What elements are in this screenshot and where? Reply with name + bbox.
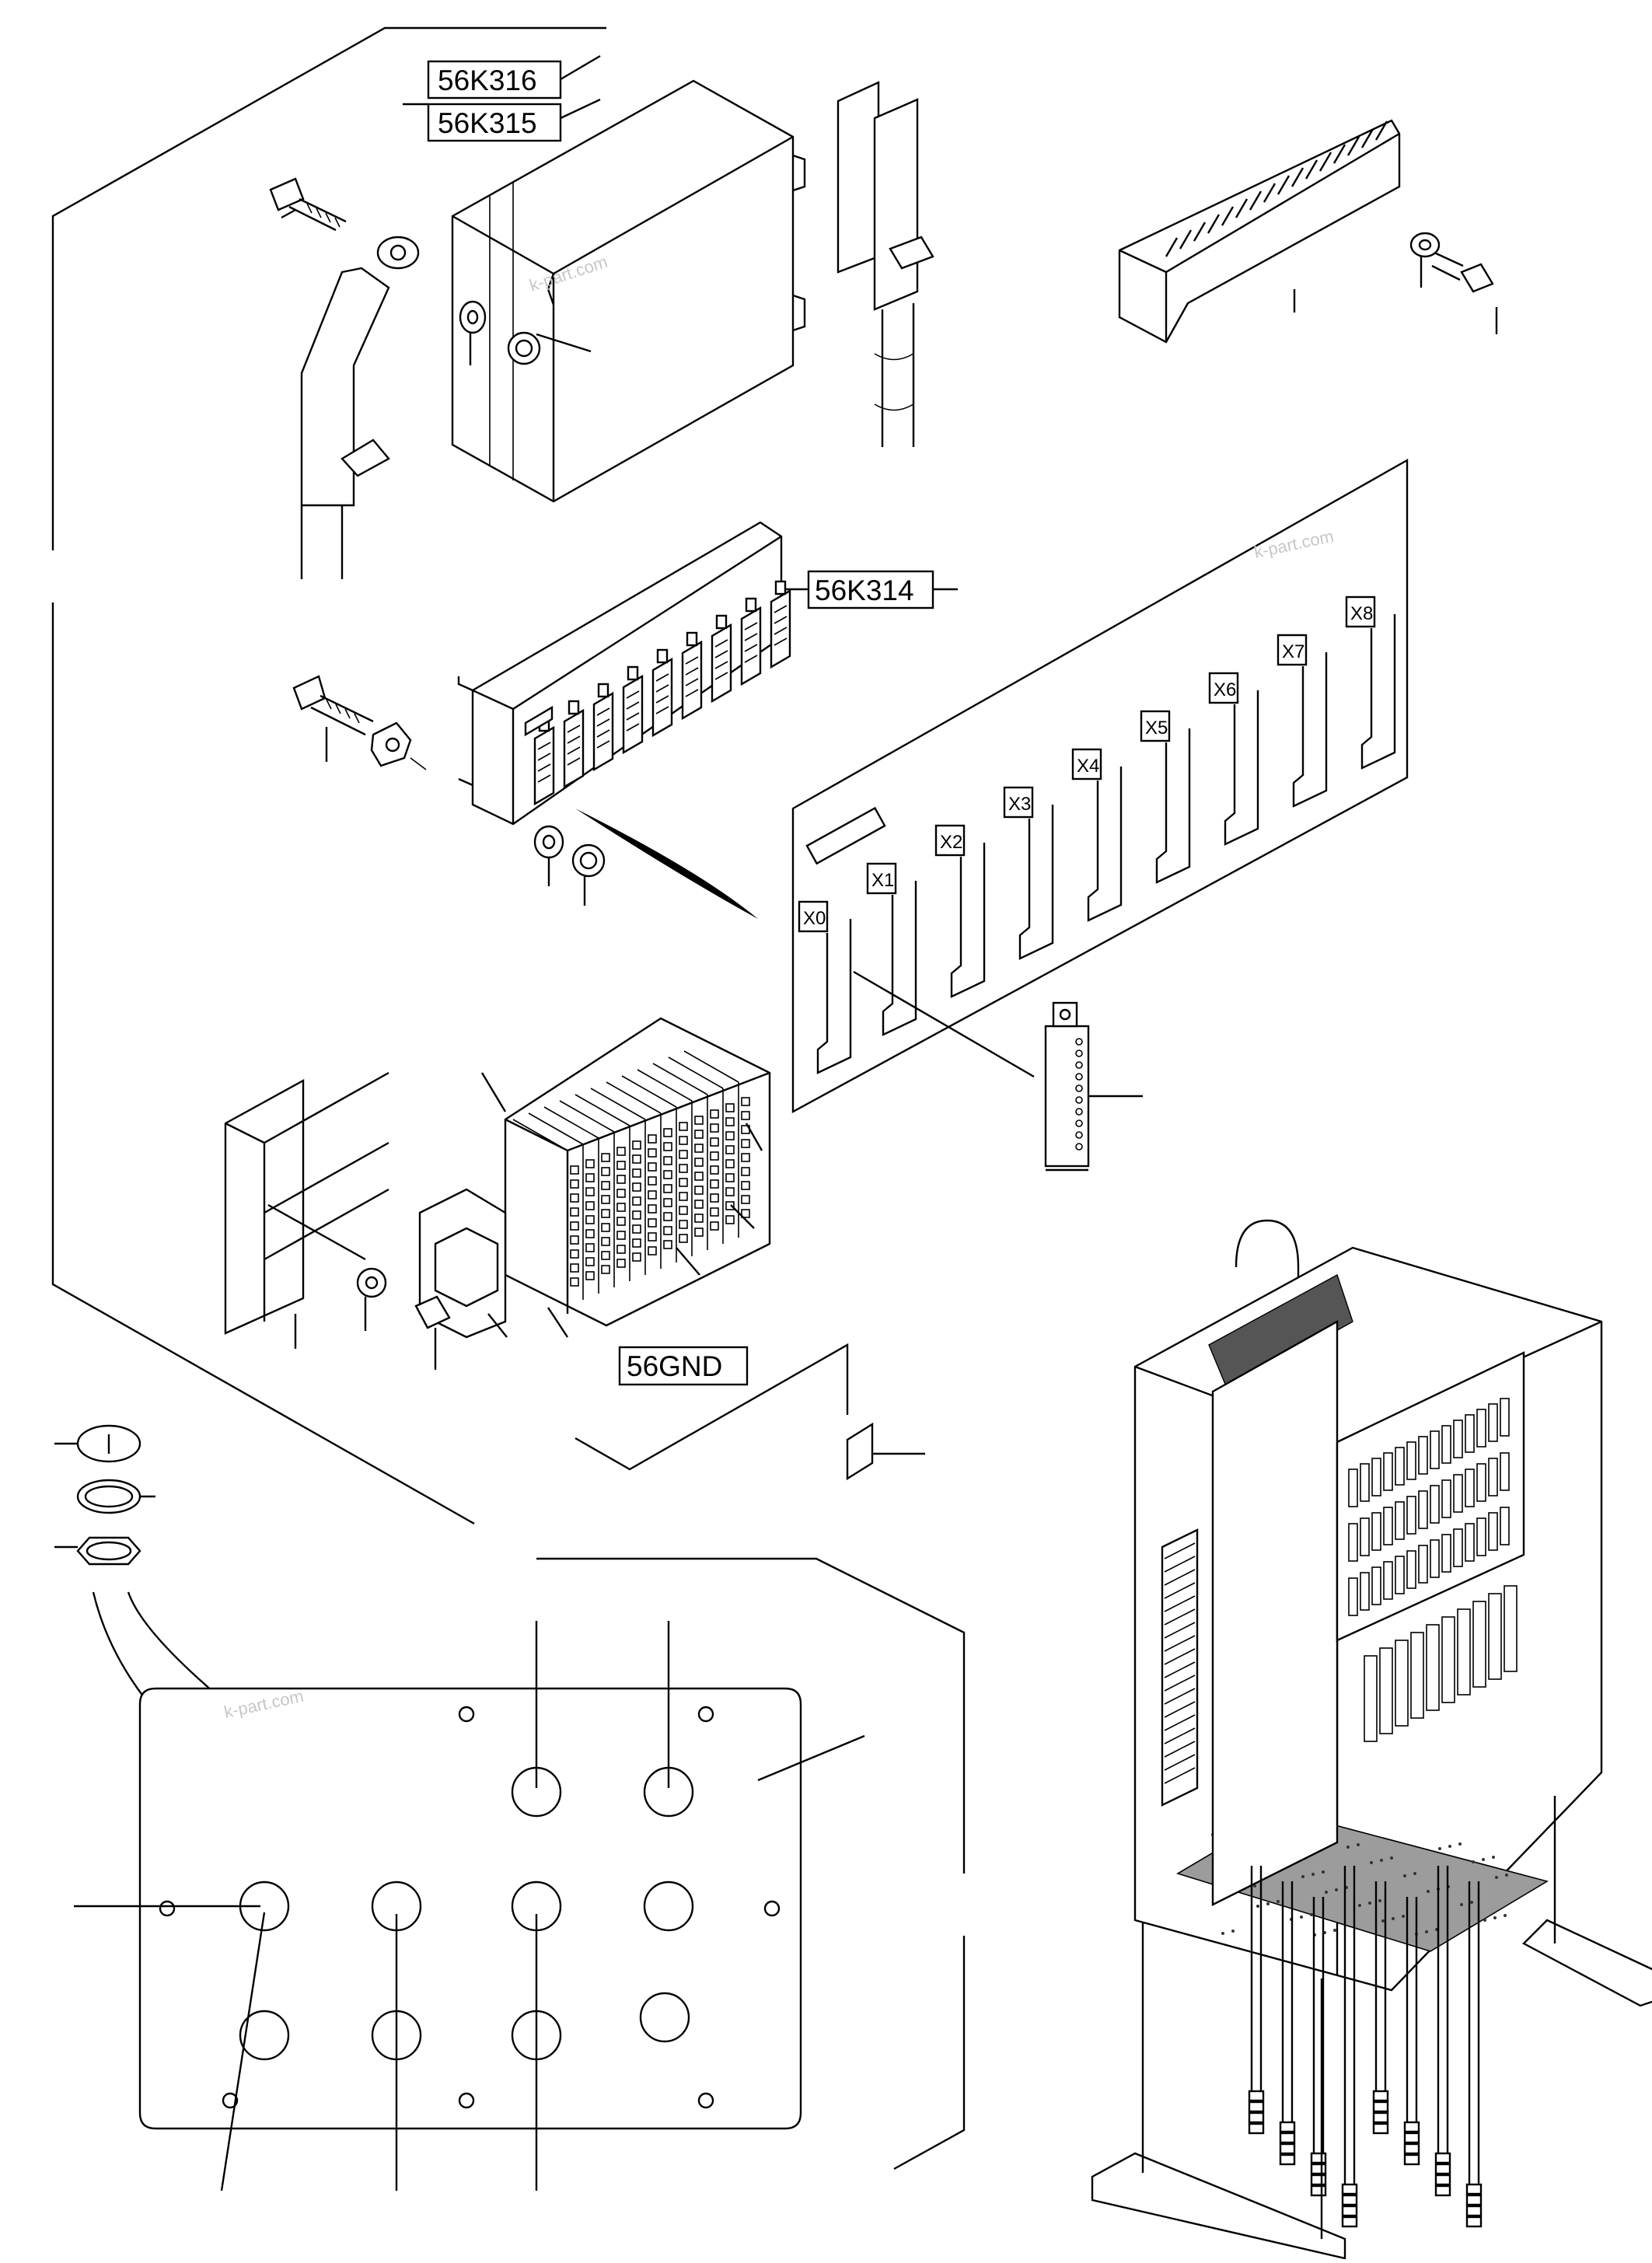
- connector-x3: X3: [1003, 786, 1054, 960]
- svg-text:X7: X7: [1282, 641, 1304, 662]
- din-rail-mid: [224, 1071, 389, 1349]
- term-block-segments: [512, 1050, 750, 1306]
- grommet-nut: [54, 1536, 141, 1566]
- label-56k314: 56K314: [785, 570, 958, 609]
- svg-text:56GND: 56GND: [627, 1350, 722, 1382]
- svg-text:X3: X3: [1008, 794, 1031, 815]
- cable-right-top: [836, 81, 934, 447]
- connector-x5: X5: [1140, 710, 1191, 884]
- square-symbol: [846, 1422, 925, 1481]
- connector-x6: X6: [1208, 672, 1259, 846]
- svg-text:56K314: 56K314: [815, 574, 914, 606]
- connector-x4: X4: [1071, 748, 1123, 922]
- grommet-cap: [54, 1424, 141, 1463]
- connector-x2: X2: [934, 824, 986, 998]
- grommet-ring: [76, 1479, 155, 1514]
- terminal-leader-lines: [480, 1072, 763, 1338]
- small-connector-block: [853, 970, 1143, 1172]
- connector-slots: X0 X1 X2 X3 X4 X5 X6 X7 X8: [798, 595, 1396, 1074]
- svg-text:56K315: 56K315: [438, 107, 537, 139]
- washer-bolt-mid: [267, 1203, 451, 1370]
- bolt-k314: [292, 675, 427, 770]
- k314-plugs: [524, 580, 791, 806]
- connector-x8: X8: [1345, 595, 1396, 770]
- connector-x0: X0: [798, 900, 852, 1074]
- section-boundaries: [51, 26, 966, 2170]
- svg-text:X1: X1: [871, 870, 894, 891]
- svg-text:X8: X8: [1350, 603, 1373, 624]
- bolt-top-left: [269, 177, 420, 270]
- din-rail-slots: [1165, 120, 1388, 257]
- connector-x1: X1: [866, 862, 917, 1036]
- svg-text:X0: X0: [803, 908, 826, 929]
- terminal-blocks: [418, 1017, 771, 1339]
- svg-text:X5: X5: [1145, 718, 1168, 739]
- connector-x7: X7: [1277, 634, 1328, 808]
- din-rail-top: [1118, 119, 1401, 344]
- io-module-k314: [457, 521, 791, 826]
- leader-arrow-k314: [575, 808, 758, 919]
- svg-text:X6: X6: [1214, 679, 1236, 700]
- label-56k315: 56K315: [403, 98, 601, 142]
- svg-text:X4: X4: [1077, 756, 1099, 777]
- relay-module-k315: [281, 79, 806, 503]
- connector-panel: X0 X1 X2 X3 X4 X5 X6 X7 X8: [791, 458, 1409, 1114]
- svg-text:56K316: 56K316: [438, 65, 537, 96]
- cabinet-assembly: [1091, 1219, 1652, 2260]
- gland-plate: [74, 1621, 865, 2191]
- washer-nut-k314: [533, 825, 606, 906]
- svg-text:X2: X2: [940, 832, 962, 853]
- label-56gnd: 56GND: [618, 1346, 749, 1386]
- washer-nut-top: [459, 300, 541, 365]
- washer-bolt-rail: [1409, 232, 1498, 334]
- label-56k316: 56K316: [427, 54, 601, 100]
- cable-left-top: [300, 267, 390, 579]
